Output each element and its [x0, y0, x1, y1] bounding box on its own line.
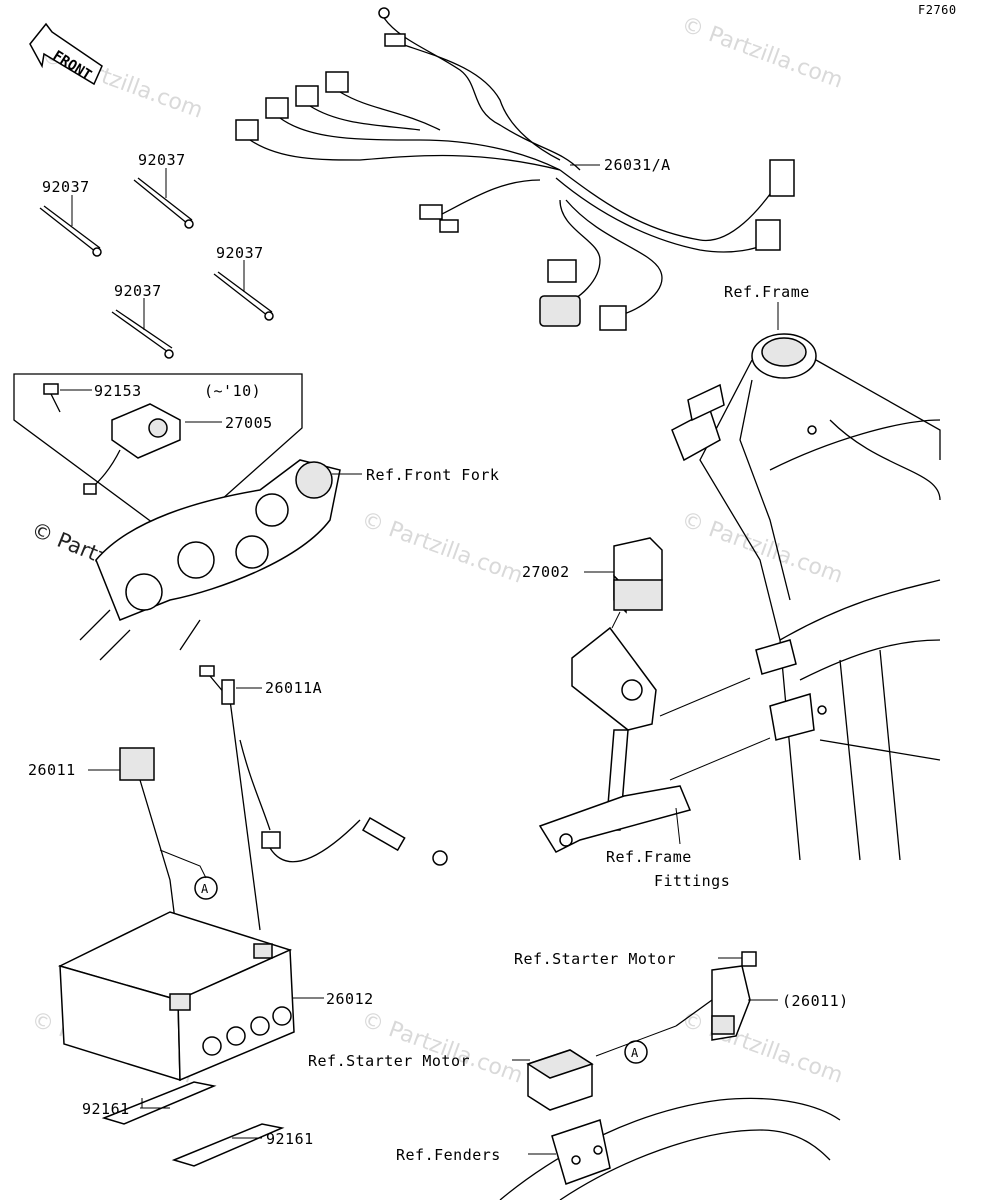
- ref-frame-fittings-2: Fittings: [654, 872, 730, 890]
- battery-26012: 26012: [57, 911, 374, 1082]
- part-number-27005: 27005: [225, 414, 273, 432]
- ref-fenders: Ref.Fenders: [396, 1146, 501, 1164]
- ref-starter-motor-2: Ref.Starter Motor: [308, 1052, 470, 1070]
- callout-a-label: A: [631, 1046, 639, 1060]
- band-92037: 92037: [111, 282, 174, 359]
- band-92037: 92037: [213, 244, 274, 321]
- band-92037: 92037: [39, 178, 102, 257]
- figure-code: F2760: [918, 3, 957, 17]
- year-note: (~'10): [204, 382, 261, 400]
- frame: Ref.Frame: [671, 283, 941, 861]
- part-number-92037: 92037: [114, 282, 162, 300]
- part-number-26011-ref: (26011): [782, 992, 849, 1010]
- harness-connector: [547, 259, 577, 283]
- watermark: © Partzilla.com: [678, 12, 846, 94]
- band-92037: 92037: [133, 151, 194, 229]
- pad-92161: 92161: [82, 1081, 217, 1125]
- starter-relay: Ref.Starter Motor: [308, 1049, 594, 1111]
- part-number-92153: 92153: [94, 382, 142, 400]
- part-number-92161: 92161: [82, 1100, 130, 1118]
- harness-connector: [755, 219, 781, 251]
- lead-26011: 26011 A: [28, 747, 218, 961]
- front-fork-clamp: Ref.Front Fork: [79, 459, 499, 661]
- part-number-26011a: 26011A: [265, 679, 322, 697]
- part-number-92161: 92161: [266, 1130, 314, 1148]
- part-number-26031a: 26031/A: [604, 156, 671, 174]
- callout-a-label: A: [201, 882, 209, 896]
- harness-connector: [769, 159, 795, 197]
- part-number-26011: 26011: [28, 761, 76, 779]
- bolt-92153: 92153: [43, 382, 142, 413]
- watermark: © Partzilla.com: [678, 507, 846, 589]
- inset-frame: (~'10) 92153 27005: [13, 373, 303, 541]
- lead-26011a: 26011A: [199, 665, 448, 931]
- watermark: © Partzilla.com: [358, 507, 526, 589]
- relay-27002: 27002: [522, 537, 663, 629]
- part-number-92037: 92037: [42, 178, 90, 196]
- starter-lead: Ref.Starter Motor (26011) A: [514, 950, 849, 1064]
- part-number-92037: 92037: [216, 244, 264, 262]
- ref-frame: Ref.Frame: [724, 283, 810, 301]
- switch-27005: 27005: [83, 403, 273, 495]
- harness-connector: [235, 71, 561, 171]
- ref-starter-motor: Ref.Starter Motor: [514, 950, 676, 968]
- part-number-26012: 26012: [326, 990, 374, 1008]
- pad-92161: 92161: [171, 1123, 314, 1167]
- watermark: © Partzilla.com: [678, 1007, 846, 1089]
- ref-front-fork: Ref.Front Fork: [366, 466, 499, 484]
- frame-fittings-bracket: Ref.Frame Fittings: [538, 626, 771, 890]
- ref-frame-fittings: Ref.Frame: [606, 848, 692, 866]
- part-number-27002: 27002: [522, 563, 570, 581]
- harness-connector: [539, 295, 581, 327]
- fender: Ref.Fenders: [396, 1097, 841, 1200]
- part-number-92037: 92037: [138, 151, 186, 169]
- watermark: © Partzilla.com: [358, 1007, 526, 1089]
- wiring-harness: 26031/A: [235, 7, 795, 331]
